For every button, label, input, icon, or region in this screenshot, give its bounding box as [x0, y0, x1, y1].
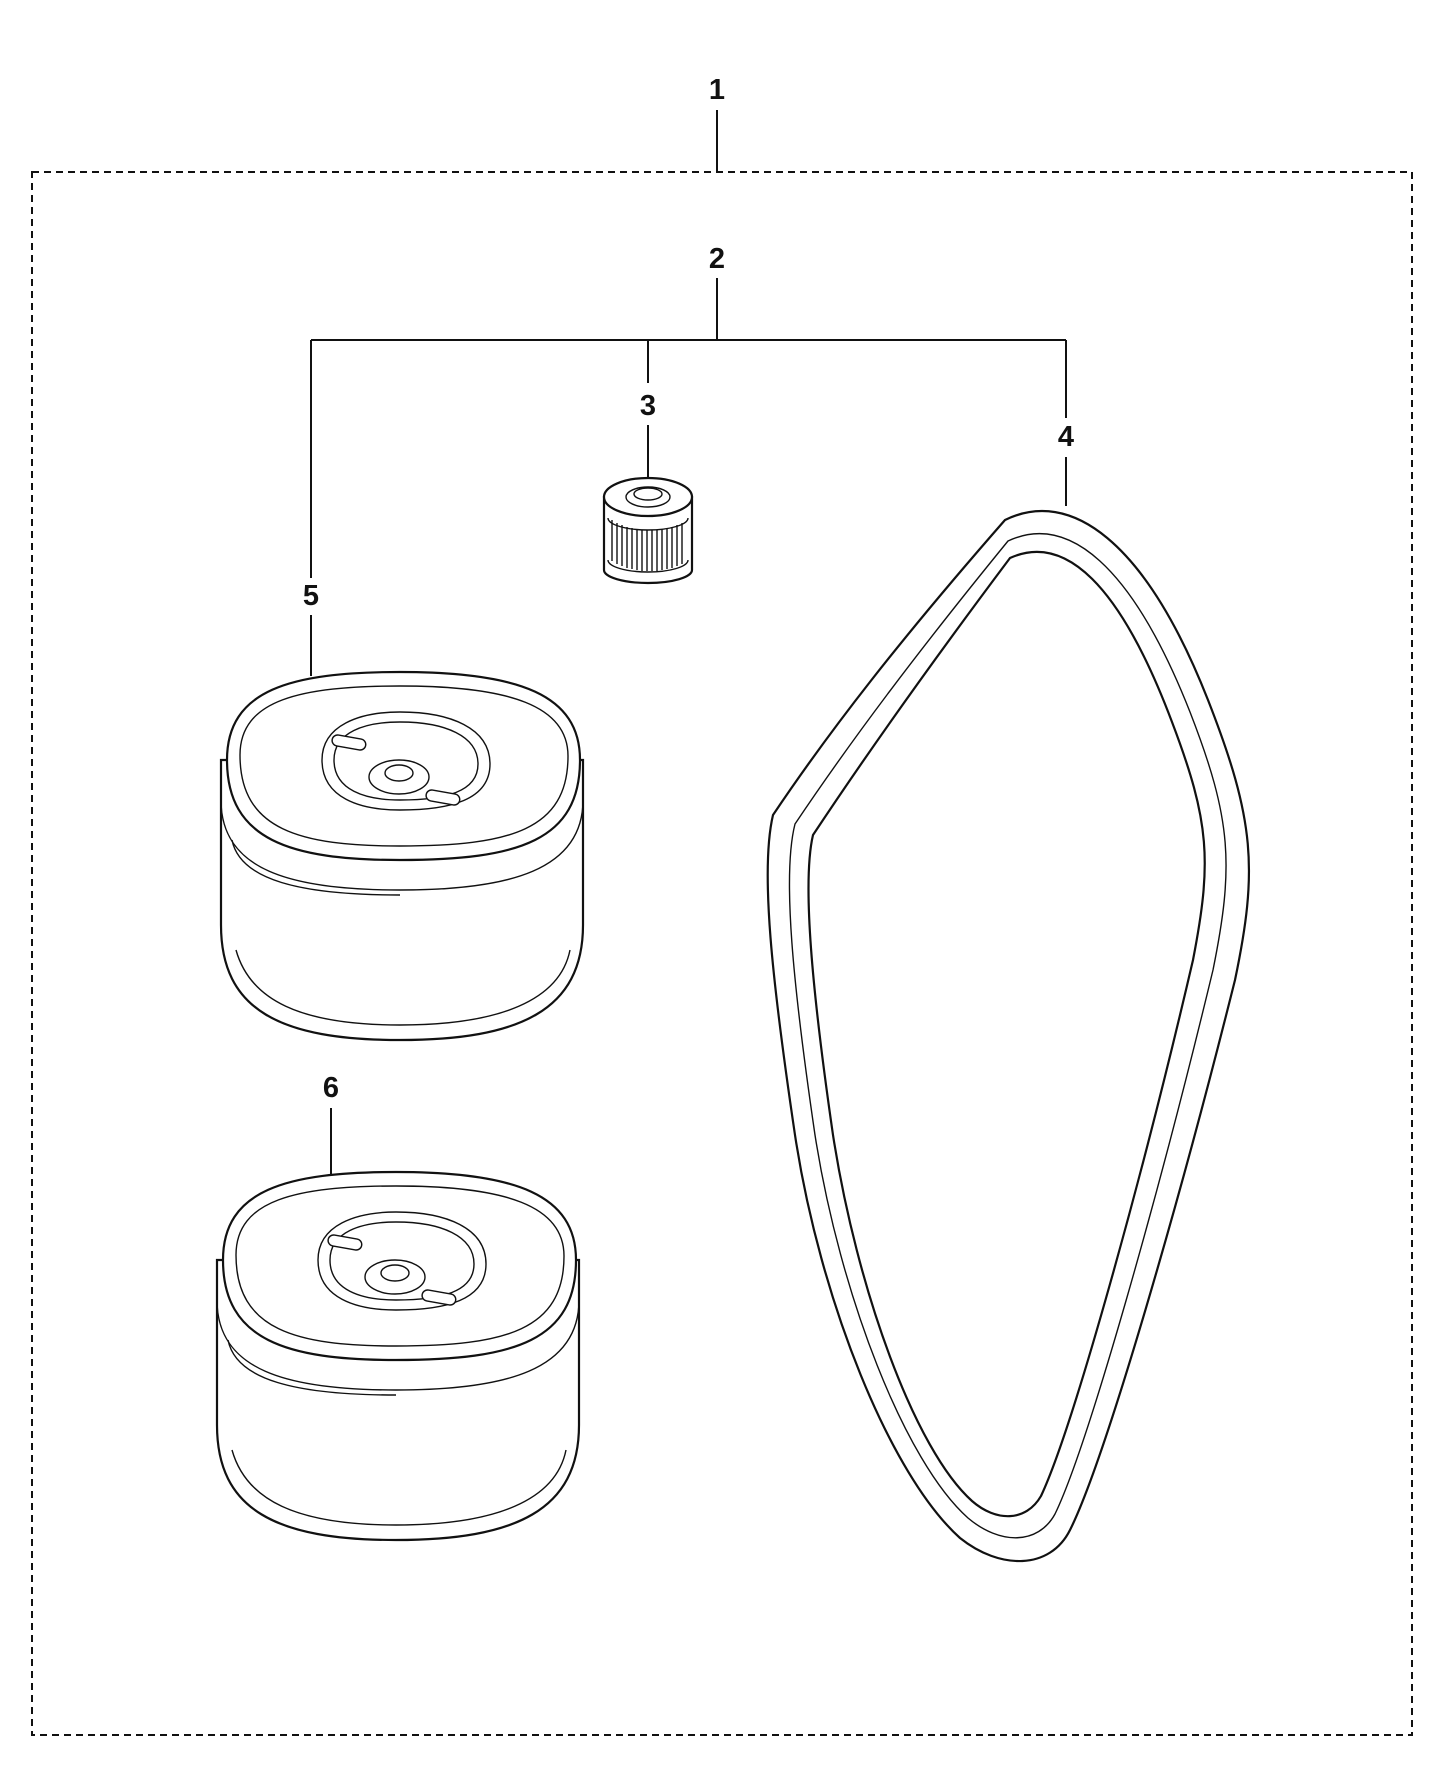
callout-5-label[interactable]: 5	[303, 580, 319, 612]
drive-belt-icon[interactable]	[766, 510, 1251, 1563]
oval-air-filter-icon[interactable]	[219, 670, 585, 1042]
callout-6-label[interactable]: 6	[323, 1072, 339, 1104]
kit-boundary	[31, 171, 1413, 1736]
callout-1-label[interactable]: 1	[709, 74, 725, 106]
oval-air-filter-icon[interactable]	[215, 1170, 581, 1542]
callout-4-label[interactable]: 4	[1058, 421, 1074, 453]
cylindrical-fuel-filter-icon[interactable]	[602, 476, 694, 585]
callout-3-label[interactable]: 3	[640, 390, 656, 422]
callout-2-label[interactable]: 2	[709, 243, 725, 275]
